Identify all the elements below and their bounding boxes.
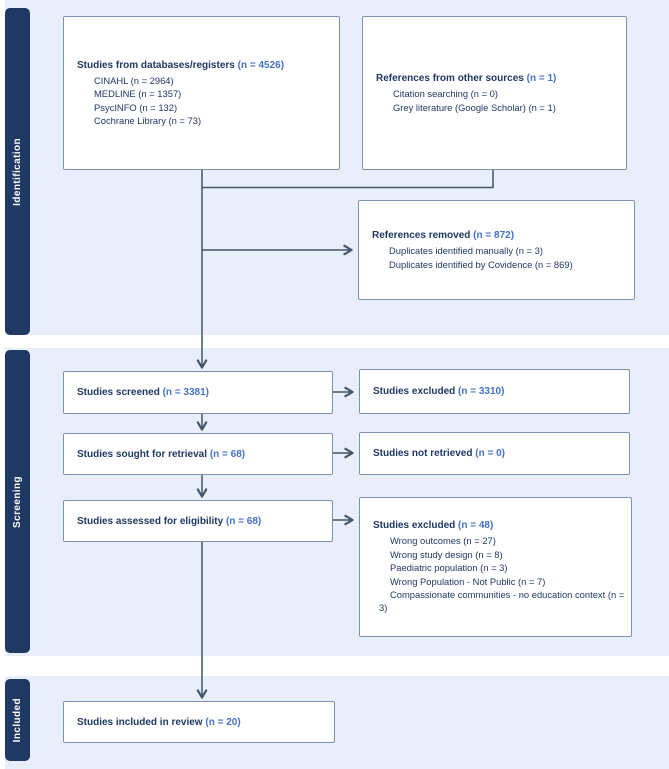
sub-item: Wrong study design (n = 8) [390, 548, 503, 560]
box-studies-sought: Studies sought for retrieval (n = 68) [63, 433, 333, 475]
sub-item: PsycINFO (n = 132) [94, 101, 178, 113]
box-references-removed: References removed (n = 872) Duplicates … [358, 200, 635, 300]
box-studies-excluded-screening: Studies excluded (n = 3310) [359, 369, 630, 414]
box-label-text: Studies not retrieved [373, 448, 473, 459]
box-n-value: (n = 3381) [162, 387, 210, 398]
box-studies-excluded-eligibility: Studies excluded (n = 48) Wrong outcomes… [359, 497, 632, 637]
box-label: Studies screened (n = 3381) [77, 386, 326, 399]
box-n-value: (n = 0) [475, 448, 505, 459]
sidebar-identification: Identification [5, 8, 30, 335]
sub-item: Wrong outcomes (n = 27) [390, 535, 496, 547]
sub-item: Duplicates identified by Covidence (n = … [389, 258, 573, 270]
box-label-text: Studies excluded [373, 386, 456, 397]
sub-item: Citation searching (n = 0) [393, 88, 499, 100]
sub-item: Duplicates identified manually (n = 3) [389, 245, 543, 257]
sidebar-included: Included [5, 679, 30, 761]
box-databases-registers: Studies from databases/registers (n = 45… [63, 16, 340, 170]
sub-item: Grey literature (Google Scholar) (n = 1) [393, 101, 556, 113]
box-studies-not-retrieved: Studies not retrieved (n = 0) [359, 432, 630, 475]
box-label-text: Studies assessed for eligibility [77, 515, 224, 527]
box-n-value: (n = 3310) [458, 386, 505, 397]
box-n-value: (n = 68) [209, 448, 246, 460]
box-label: Studies assessed for eligibility (n = 68… [77, 515, 326, 528]
sub-item: MEDLINE (n = 1357) [94, 88, 182, 100]
box-label-text: References removed [372, 230, 471, 242]
box-label: References removed (n = 872) [372, 229, 628, 242]
box-label-text: Studies from databases/registers [77, 59, 235, 71]
box-n-value: (n = 20) [205, 716, 241, 728]
box-sublist: Duplicates identified manually (n = 3) D… [372, 244, 628, 271]
box-n-value: (n = 872) [473, 230, 515, 242]
sidebar-screening-label: Screening [12, 475, 23, 528]
box-label-text: Studies excluded [373, 520, 456, 532]
box-studies-included: Studies included in review (n = 20) [63, 701, 335, 743]
box-label-text: Studies screened [77, 387, 160, 398]
sub-item: Compassionate communities - no education… [379, 588, 625, 614]
sidebar-identification-label: Identification [12, 137, 23, 206]
box-label: Studies not retrieved (n = 0) [373, 447, 623, 460]
box-other-sources: References from other sources (n = 1) Ci… [362, 16, 627, 170]
box-label: Studies included in review (n = 20) [77, 716, 328, 729]
sub-item: Wrong Population - Not Public (n = 7) [390, 575, 546, 587]
box-sublist: Citation searching (n = 0) Grey literatu… [376, 87, 620, 114]
box-sublist: Wrong outcomes (n = 27) Wrong study desi… [373, 534, 625, 614]
box-label: Studies excluded (n = 48) [373, 519, 625, 532]
box-label: References from other sources (n = 1) [376, 72, 620, 85]
box-label: Studies excluded (n = 3310) [373, 385, 623, 398]
box-studies-screened: Studies screened (n = 3381) [63, 371, 333, 414]
box-label: Studies from databases/registers (n = 45… [77, 59, 333, 72]
sub-item: CINAHL (n = 2964) [94, 74, 174, 86]
box-label: Studies sought for retrieval (n = 68) [77, 448, 326, 461]
sub-item: Paediatric population (n = 3) [390, 562, 508, 574]
sidebar-screening: Screening [5, 350, 30, 653]
sidebar-included-label: Included [12, 697, 23, 743]
box-n-value: (n = 4526) [237, 59, 285, 71]
box-label-text: References from other sources [376, 73, 524, 85]
box-sublist: CINAHL (n = 2964) MEDLINE (n = 1357) Psy… [77, 74, 333, 127]
box-n-value: (n = 48) [458, 520, 494, 532]
box-n-value: (n = 68) [225, 515, 262, 527]
box-n-value: (n = 1) [526, 73, 557, 85]
sub-item: Cochrane Library (n = 73) [94, 114, 202, 126]
box-label-text: Studies sought for retrieval [77, 448, 208, 460]
box-label-text: Studies included in review [77, 716, 203, 728]
box-studies-eligibility: Studies assessed for eligibility (n = 68… [63, 500, 333, 542]
